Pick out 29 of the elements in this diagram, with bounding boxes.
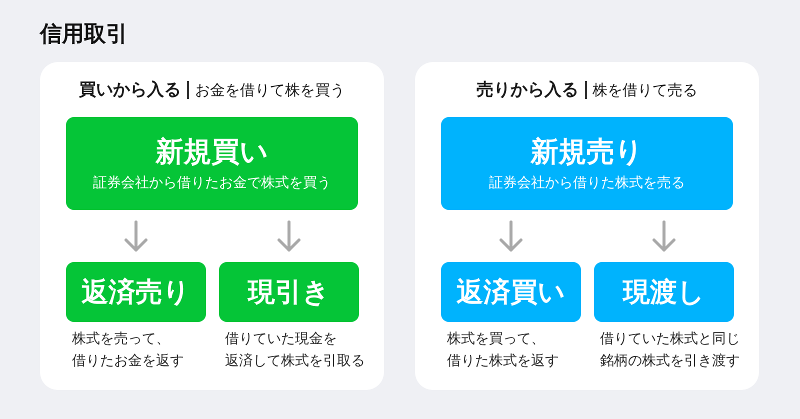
step-caption: 株式を買って、借りた株式を返す (447, 330, 559, 371)
arrow (500, 220, 522, 252)
box-title: 現渡し (623, 276, 705, 310)
panel-heading: 買いから入る (79, 79, 181, 102)
process-box (66, 117, 358, 210)
panel-subheading: 株を借りて売る (592, 80, 698, 101)
arrow (124, 220, 148, 252)
box-title: 現引き (248, 276, 330, 310)
box-description: 証券会社から借りた株式を売る (489, 174, 685, 193)
step-box (66, 262, 206, 322)
diagram-title: 信用取引 (40, 21, 128, 49)
arrow (278, 220, 300, 252)
panel-card (40, 62, 384, 390)
box-title: 新規売り (530, 134, 644, 169)
step-box (219, 262, 359, 322)
step-caption: 株式を売って、借りたお金を返す (72, 330, 184, 371)
arrow (652, 220, 676, 252)
panel-subheading: お金を借りて株を買う (195, 80, 345, 101)
box-title: 返済売り (82, 276, 190, 310)
step-box (594, 262, 734, 322)
panel-heading: 売りから入る (476, 79, 578, 102)
box-title: 返済買い (456, 276, 566, 310)
process-box (441, 117, 733, 210)
step-caption: 借りていた現金を返済して株式を引取る (225, 330, 365, 371)
step-caption: 借りていた株式と同じ銘柄の株式を引き渡す (600, 330, 740, 371)
box-description: 証券会社から借りたお金で株式を買う (93, 174, 331, 193)
panel-card (415, 62, 759, 390)
step-box (441, 262, 581, 322)
box-title: 新規買い (156, 134, 268, 169)
